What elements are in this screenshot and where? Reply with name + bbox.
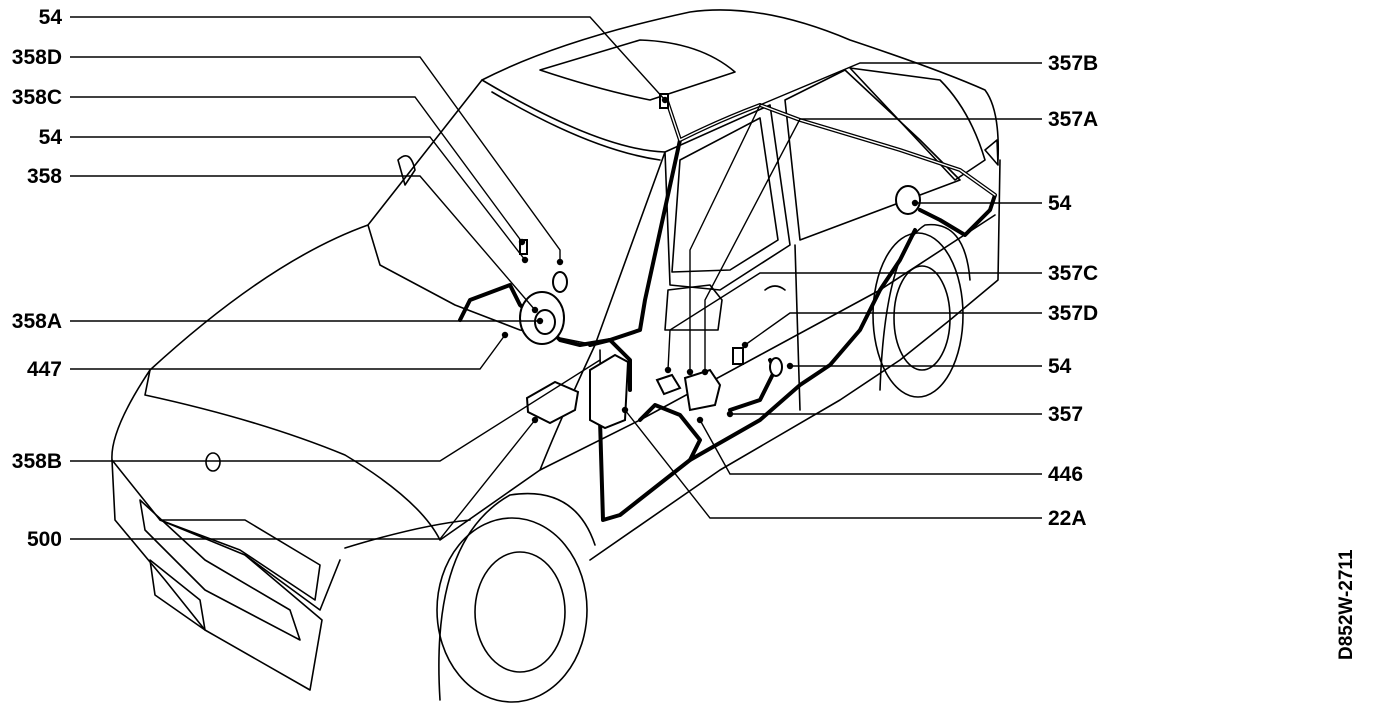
leader-dot bbox=[521, 256, 529, 264]
roof-harness-core bbox=[664, 94, 996, 196]
callout-label: 54 bbox=[39, 126, 63, 149]
hood-crease bbox=[111, 369, 341, 611]
hood bbox=[144, 224, 596, 541]
leader-dot bbox=[696, 416, 704, 424]
callout-label: 357A bbox=[1048, 108, 1098, 131]
leader-dot bbox=[621, 406, 629, 414]
leader-dot bbox=[911, 199, 919, 207]
leader-22a bbox=[624, 409, 1042, 519]
door-handle-front bbox=[764, 285, 786, 291]
side-mirror bbox=[664, 284, 723, 331]
component-357d-connector bbox=[732, 347, 744, 365]
roof-outline bbox=[481, 9, 1000, 161]
leader-446 bbox=[699, 419, 1042, 475]
rear-quarter-window bbox=[849, 67, 986, 181]
leader-dot bbox=[518, 238, 526, 246]
license-plate bbox=[149, 559, 206, 631]
front-door-window bbox=[671, 117, 779, 273]
interior-pillar bbox=[397, 154, 416, 186]
callout-label: 358B bbox=[12, 450, 62, 473]
component-54-rear-sensor bbox=[895, 185, 921, 215]
callout-label: 54 bbox=[1048, 355, 1072, 378]
callout-label: 357C bbox=[1048, 262, 1098, 285]
leader-dot bbox=[531, 416, 539, 424]
drawing-code: D852W-2711 bbox=[1336, 549, 1357, 660]
leader-54-top bbox=[70, 16, 666, 101]
leader-dot bbox=[501, 331, 509, 339]
hood-emblem bbox=[205, 452, 221, 472]
front-tire bbox=[436, 517, 588, 703]
callout-label: 358D bbox=[12, 46, 62, 69]
sunroof bbox=[539, 39, 736, 101]
windshield-inner bbox=[491, 91, 661, 161]
component-500-module bbox=[525, 380, 580, 425]
callout-label: 358A bbox=[12, 310, 62, 333]
leader-dot bbox=[701, 368, 709, 376]
rear-rim bbox=[893, 265, 951, 371]
leader-358 bbox=[70, 175, 536, 311]
leader-357a bbox=[704, 118, 1042, 372]
leader-dot bbox=[661, 96, 669, 104]
callout-label: 358C bbox=[12, 86, 62, 109]
windshield bbox=[367, 79, 666, 346]
callout-label: 357D bbox=[1048, 302, 1098, 325]
front-rim bbox=[474, 551, 566, 673]
leader-357d bbox=[744, 312, 1042, 346]
callout-label: 446 bbox=[1048, 463, 1083, 486]
leader-dot bbox=[556, 258, 564, 266]
callout-label: 22A bbox=[1048, 507, 1087, 530]
rear-wheel-arch bbox=[879, 223, 971, 391]
leader-dots bbox=[501, 96, 919, 424]
leader-lines bbox=[70, 16, 1042, 540]
component-357-box bbox=[683, 368, 722, 412]
leader-357b bbox=[689, 62, 1042, 372]
callout-label: 500 bbox=[27, 528, 62, 551]
component-22a-unit bbox=[589, 353, 630, 430]
rear-tire bbox=[872, 232, 964, 398]
floor-harness bbox=[598, 403, 702, 522]
leader-dot bbox=[741, 341, 749, 349]
leader-dot bbox=[686, 368, 694, 376]
right-labels: 357B 357A 54 357C 357D 54 357 446 22A bbox=[1048, 52, 1098, 530]
leader-447 bbox=[70, 334, 506, 370]
front-wheel-arch bbox=[438, 492, 596, 701]
front-fender-line bbox=[344, 519, 471, 549]
leader-500 bbox=[70, 419, 536, 540]
left-labels: 54 358D 358C 54 358 358A 447 358B 500 bbox=[12, 6, 63, 551]
component-358-connector bbox=[552, 271, 568, 293]
leader-dot bbox=[726, 410, 734, 418]
leader-dot bbox=[664, 366, 672, 374]
leader-dot bbox=[786, 362, 794, 370]
callout-label: 357 bbox=[1048, 403, 1083, 426]
leader-358c bbox=[70, 96, 523, 243]
side-sill bbox=[589, 159, 1001, 561]
callout-label: 54 bbox=[39, 6, 63, 29]
front-fascia bbox=[111, 459, 323, 691]
leader-dot bbox=[531, 306, 539, 314]
component-358a-core bbox=[534, 309, 556, 335]
headlight bbox=[159, 519, 321, 601]
leader-54-left bbox=[70, 136, 526, 261]
grille bbox=[139, 499, 301, 641]
car-body bbox=[111, 9, 1001, 703]
callout-label: 358 bbox=[27, 165, 62, 188]
leader-357c bbox=[667, 272, 1042, 371]
component-54-sill-sensor bbox=[769, 357, 783, 377]
callout-label: 447 bbox=[27, 358, 62, 381]
leader-358d bbox=[70, 56, 561, 262]
rear-door-window bbox=[784, 69, 961, 241]
component-357c-connector bbox=[655, 373, 682, 396]
callout-label: 54 bbox=[1048, 192, 1072, 215]
rear-lamp bbox=[984, 139, 999, 166]
leader-dot bbox=[536, 317, 544, 325]
side-crease bbox=[539, 214, 996, 471]
leader-358b bbox=[70, 359, 601, 462]
callout-label: 357B bbox=[1048, 52, 1098, 75]
a-pillar bbox=[664, 104, 791, 291]
